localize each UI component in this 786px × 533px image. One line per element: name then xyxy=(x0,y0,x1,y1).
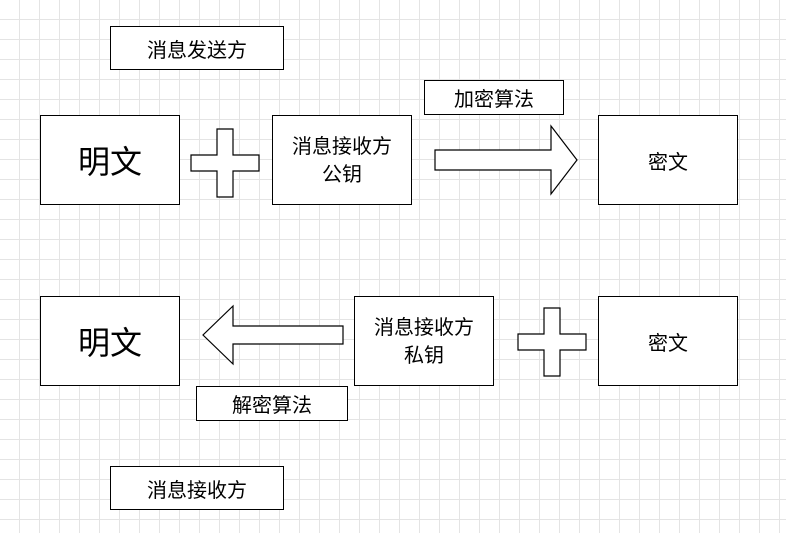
plaintext-text-bottom: 明文 xyxy=(77,324,142,362)
private-key-box: 消息接收方 私钥 xyxy=(354,296,494,386)
plaintext-text-top: 明文 xyxy=(77,143,142,181)
right-arrow-icon xyxy=(434,124,578,196)
public-key-text: 消息接收方 公钥 xyxy=(292,134,392,186)
ciphertext-box-top: 密文 xyxy=(598,115,738,205)
ciphertext-text-bottom: 密文 xyxy=(648,330,688,355)
plaintext-box-top: 明文 xyxy=(40,115,180,205)
encryption-algorithm-label: 加密算法 xyxy=(424,80,564,115)
public-key-box: 消息接收方 公钥 xyxy=(272,115,412,205)
ciphertext-box-bottom: 密文 xyxy=(598,296,738,386)
ciphertext-text-top: 密文 xyxy=(648,149,688,174)
decryption-algorithm-label: 解密算法 xyxy=(196,386,348,421)
left-arrow-icon xyxy=(202,304,344,366)
private-key-text: 消息接收方 私钥 xyxy=(374,315,474,367)
sender-label: 消息发送方 xyxy=(110,26,284,70)
decryption-algorithm-text: 解密算法 xyxy=(232,393,312,417)
plus-icon-top xyxy=(190,128,260,198)
plaintext-box-bottom: 明文 xyxy=(40,296,180,386)
plus-icon-bottom xyxy=(517,307,587,377)
sender-label-text: 消息发送方 xyxy=(147,37,247,62)
receiver-label: 消息接收方 xyxy=(110,466,284,510)
encryption-algorithm-text: 加密算法 xyxy=(454,87,534,111)
receiver-label-text: 消息接收方 xyxy=(147,477,247,502)
